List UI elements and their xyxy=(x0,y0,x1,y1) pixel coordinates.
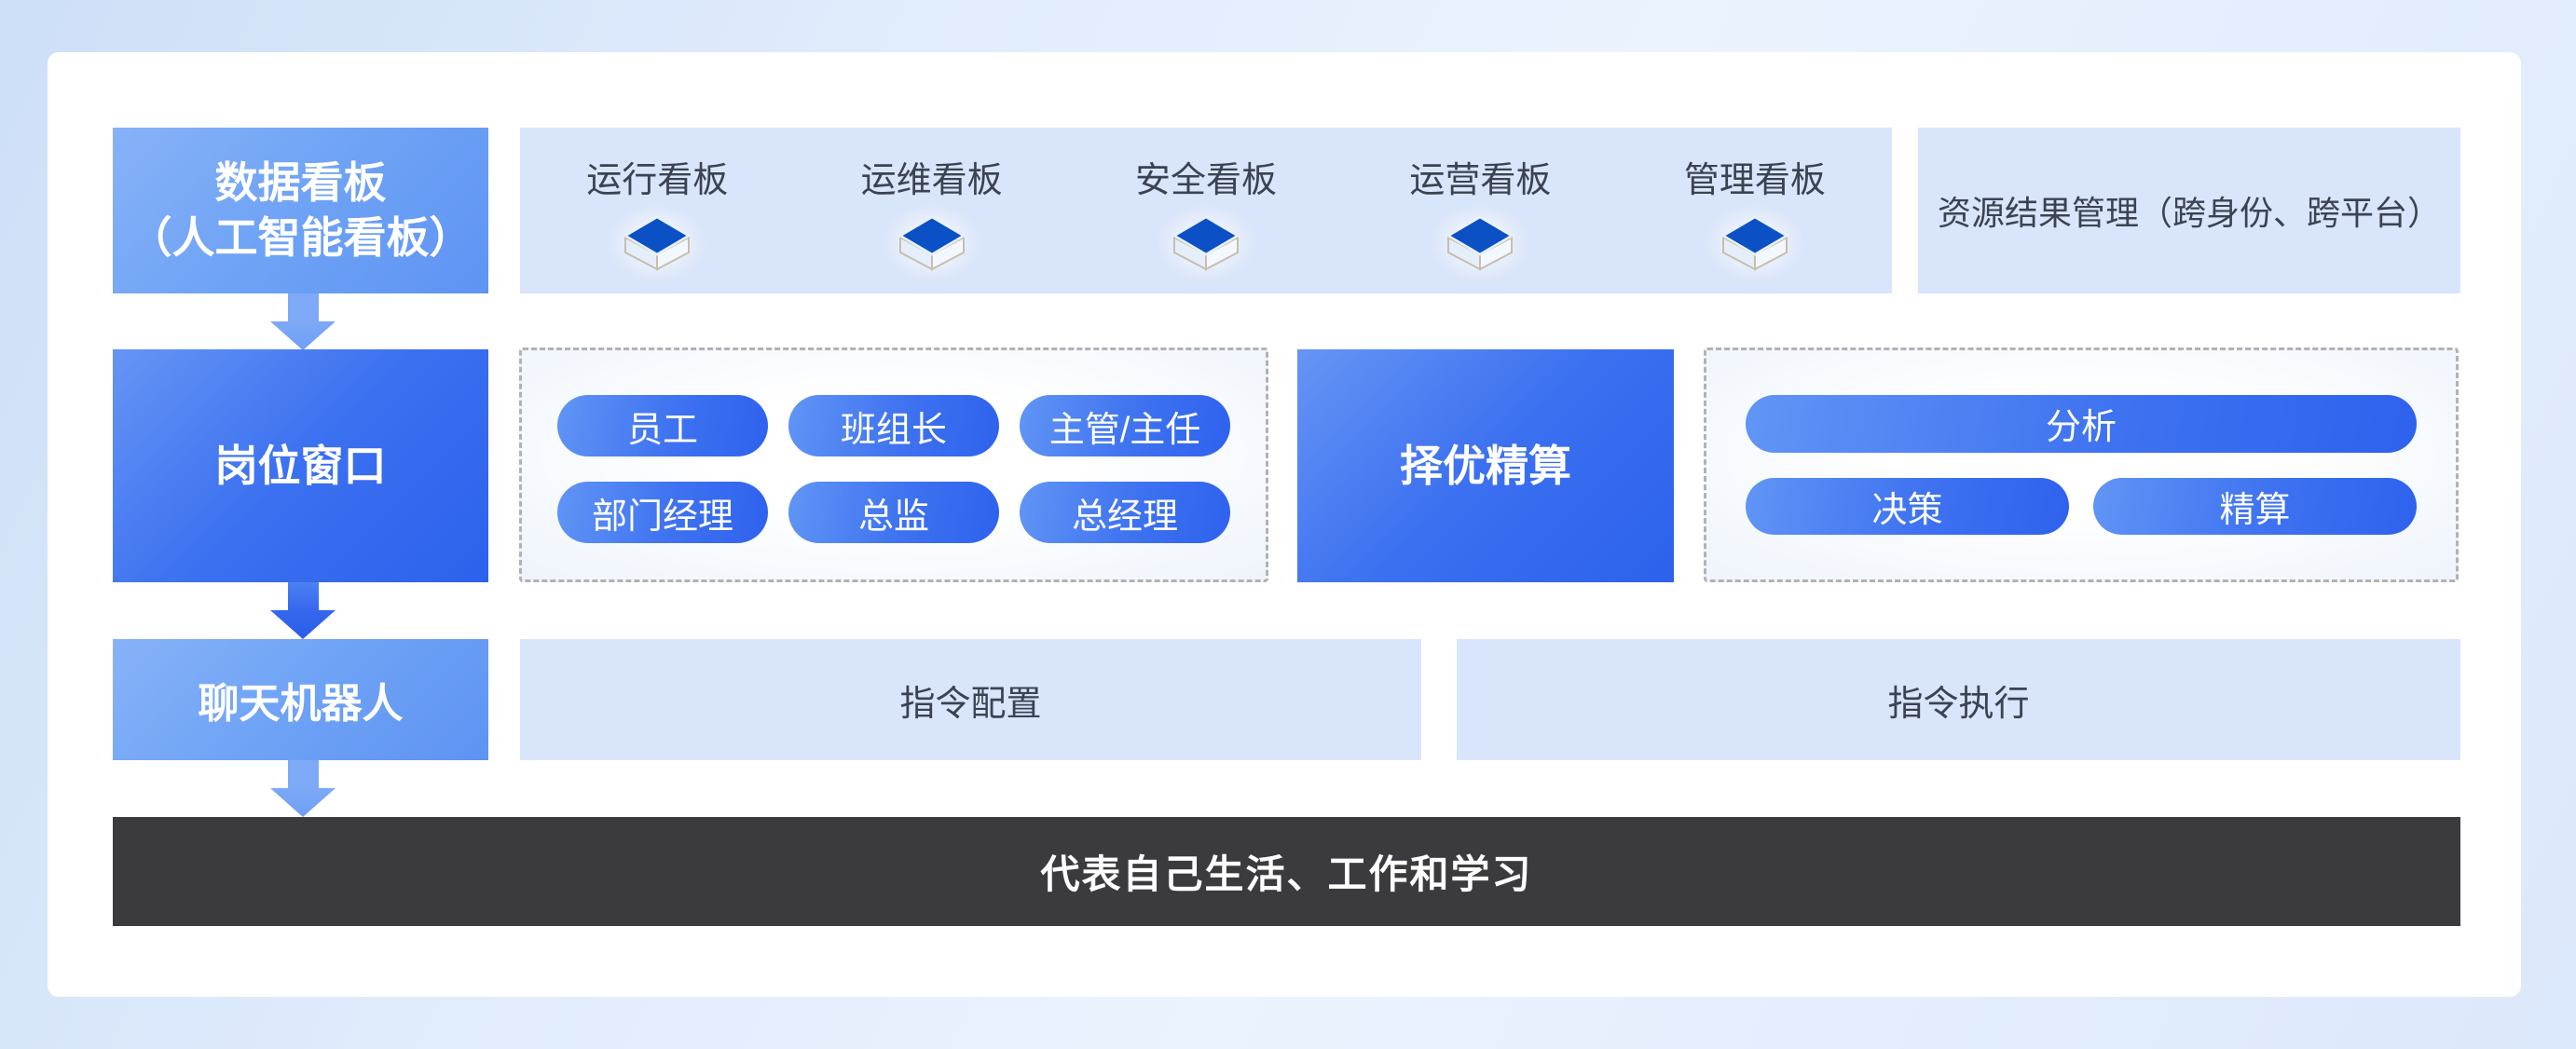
arrow-down-icon xyxy=(270,760,336,817)
node-command-config: 指令配置 xyxy=(520,639,1421,760)
cube-3d-icon xyxy=(623,215,692,271)
cube-3d-icon xyxy=(1446,215,1514,271)
arrow-down-icon xyxy=(270,582,336,639)
cube-3d-icon xyxy=(1413,190,1548,295)
dashboard-item-operation: 运行看板 xyxy=(520,128,794,295)
cube-3d-icon xyxy=(1720,215,1789,271)
node-chatbot-label: 聊天机器人 xyxy=(198,681,404,727)
step-pill-actuary: 精算 xyxy=(2093,477,2417,535)
node-optimization-label: 择优精算 xyxy=(1400,441,1571,490)
role-pill-dept-manager: 部门经理 xyxy=(557,482,768,543)
node-command-execute-label: 指令执行 xyxy=(1887,684,2030,724)
node-resource-mgmt-label: 资源结果管理（跨身份、跨平台） xyxy=(1937,194,2441,232)
node-command-execute: 指令执行 xyxy=(1457,639,2460,760)
cube-3d-icon xyxy=(1139,190,1274,295)
cube-3d-icon xyxy=(897,215,966,271)
footer-bar: 代表自己生活、工作和学习 xyxy=(113,817,2460,926)
footer-bar-label: 代表自己生活、工作和学习 xyxy=(1040,852,1533,896)
dashboard-strip: 运行看板 运维看板 xyxy=(520,128,1892,295)
node-chatbot: 聊天机器人 xyxy=(113,639,488,760)
cube-3d-icon xyxy=(590,190,725,295)
roles-container: 员工 班组长 主管/主任 部门经理 总监 总经理 xyxy=(519,347,1268,582)
role-pill-general-manager: 总经理 xyxy=(1020,482,1230,543)
cube-3d-icon xyxy=(1687,190,1822,295)
dashboard-item-management: 管理看板 xyxy=(1618,128,1892,295)
node-optimization: 择优精算 xyxy=(1297,349,1674,582)
role-pill-team-leader: 班组长 xyxy=(788,395,999,456)
node-ai-dashboard: 数据看板 （人工智能看板） xyxy=(113,128,488,293)
node-command-config-label: 指令配置 xyxy=(899,684,1042,724)
role-pill-director: 总监 xyxy=(788,482,999,543)
cube-3d-icon xyxy=(1172,215,1240,271)
node-post-window: 岗位窗口 xyxy=(113,349,488,582)
dashboard-item-security: 安全看板 xyxy=(1069,128,1343,295)
arrow-down-icon xyxy=(270,293,336,350)
step-pill-analysis: 分析 xyxy=(1746,395,2417,453)
cube-3d-icon xyxy=(864,190,999,295)
node-ai-dashboard-label: 数据看板 （人工智能看板） xyxy=(129,158,473,262)
step-pill-decision: 决策 xyxy=(1746,477,2069,535)
dashboard-item-ops: 运营看板 xyxy=(1343,128,1617,295)
role-pill-employee: 员工 xyxy=(557,395,768,456)
role-pill-supervisor: 主管/主任 xyxy=(1020,395,1230,456)
node-resource-mgmt: 资源结果管理（跨身份、跨平台） xyxy=(1918,128,2460,293)
node-post-window-label: 岗位窗口 xyxy=(214,441,387,490)
steps-container: 分析 决策 精算 xyxy=(1704,347,2459,582)
diagram-card: 数据看板 （人工智能看板） 运行看板 运维看板 xyxy=(48,52,2521,997)
dashboard-item-maintenance: 运维看板 xyxy=(794,128,1068,295)
